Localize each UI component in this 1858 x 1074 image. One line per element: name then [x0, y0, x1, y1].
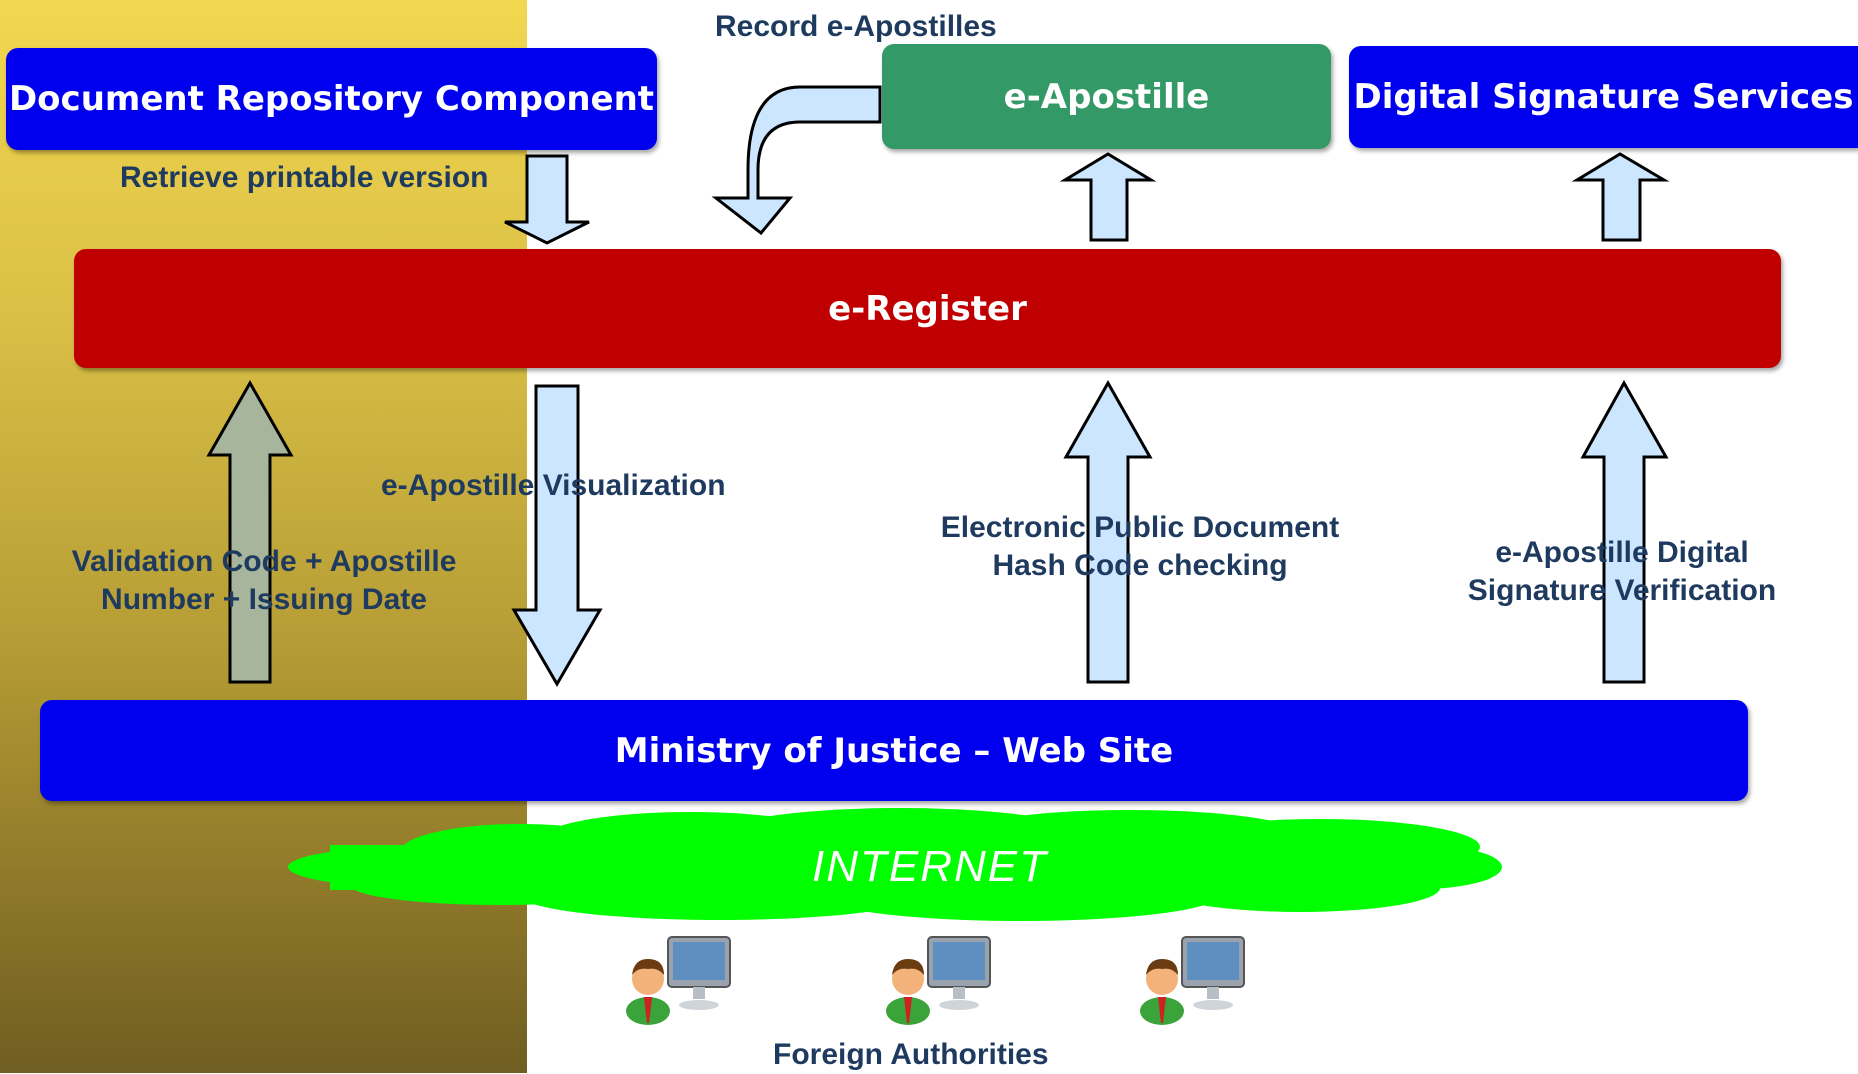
visualization-arrow: [511, 384, 603, 687]
signature-verification-arrow: [1580, 379, 1669, 684]
foreign-authorities-label: Foreign Authorities: [773, 1038, 1049, 1071]
visualization-label: e-Apostille Visualization: [381, 469, 726, 502]
retrieve-label: Retrieve printable version: [120, 161, 489, 194]
validation-label-line2: Number + Issuing Date: [101, 583, 427, 616]
record-arrow: [711, 85, 882, 236]
validation-label: Validation Code + Apostille Number + Iss…: [56, 543, 472, 619]
repository-node: Document Repository Component: [6, 48, 657, 150]
internet-cloud: [288, 808, 1502, 921]
user-icon: [626, 959, 670, 1025]
user-computer-icon: [624, 935, 734, 1025]
signature-label-line1: e-Apostille Digital: [1495, 536, 1749, 569]
computer-icon: [927, 936, 991, 1010]
hash-label-line1: Electronic Public Document: [940, 511, 1340, 544]
user-computer-icon: [884, 935, 994, 1025]
computer-icon: [1181, 936, 1245, 1010]
signature-label-line2: Signature Verification: [1467, 574, 1777, 607]
hash-label-line2: Hash Code checking: [992, 549, 1288, 582]
retrieve-arrow: [504, 154, 590, 245]
internet-label: INTERNET: [812, 842, 1048, 891]
validation-arrow: [206, 379, 294, 684]
hash-label: Electronic Public Document Hash Code che…: [920, 509, 1360, 585]
ministry-site-node: Ministry of Justice – Web Site: [40, 700, 1748, 801]
to-signature-services-arrow: [1571, 152, 1670, 242]
eapostille-node: e-Apostille: [882, 44, 1331, 149]
user-computer-icon: [1138, 935, 1248, 1025]
signature-label: e-Apostille Digital Signature Verificati…: [1450, 534, 1794, 610]
computer-icon: [667, 936, 731, 1010]
hash-check-arrow: [1063, 379, 1153, 684]
user-icon: [886, 959, 930, 1025]
record-label: Record e-Apostilles: [715, 10, 997, 43]
user-icon: [1140, 959, 1184, 1025]
signature-services-node: Digital Signature Services: [1349, 46, 1858, 148]
to-eapostille-arrow: [1059, 152, 1157, 242]
validation-label-line1: Validation Code + Apostille: [71, 545, 457, 578]
eregister-node: e-Register: [74, 249, 1781, 368]
